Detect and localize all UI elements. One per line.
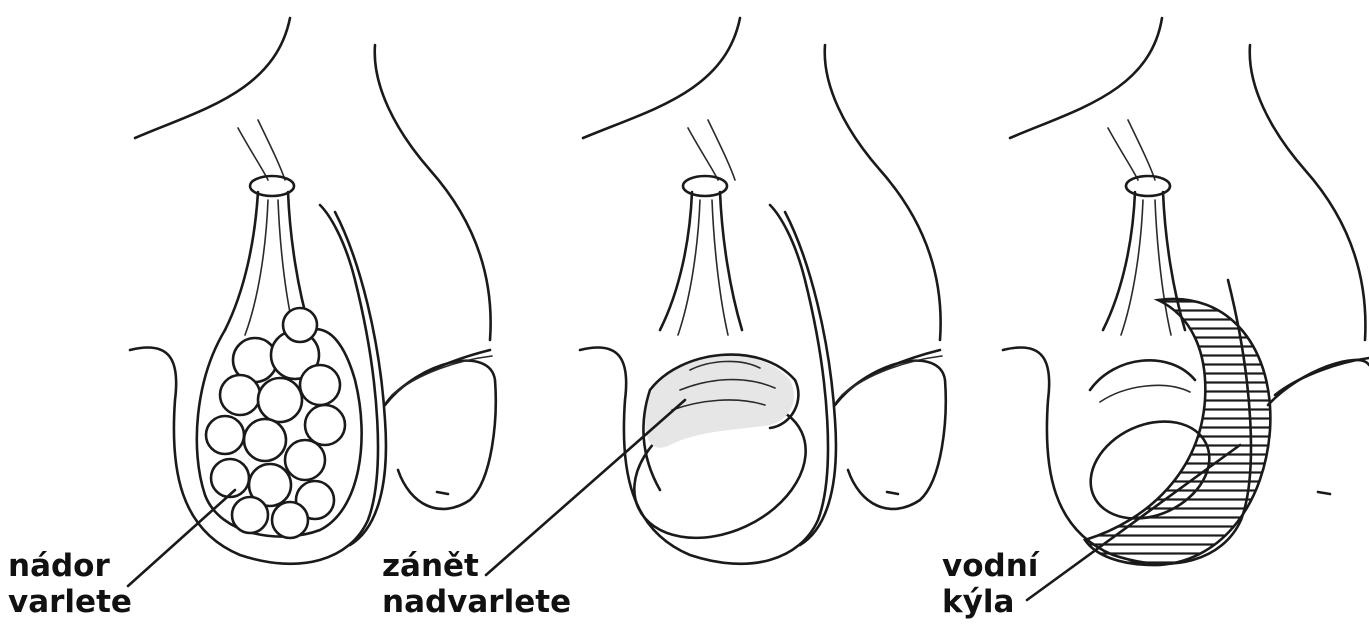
- panel-testicular-tumor: [128, 18, 496, 586]
- panel-epididymitis: [486, 18, 946, 575]
- label-line-2: nadvarlete: [382, 584, 571, 620]
- tumor-mass: [206, 308, 345, 538]
- label-line-1: nádor: [8, 548, 132, 584]
- label-testicular-tumor: nádor varlete: [8, 548, 132, 620]
- label-line-2: varlete: [8, 584, 132, 620]
- label-epididymitis: zánět nadvarlete: [382, 548, 571, 620]
- label-line-1: zánět: [382, 548, 571, 584]
- label-line-1: vodní: [942, 548, 1038, 584]
- panel-hydrocele: [1003, 18, 1369, 600]
- label-line-2: kýla: [942, 584, 1038, 620]
- label-hydrocele: vodní kýla: [942, 548, 1038, 620]
